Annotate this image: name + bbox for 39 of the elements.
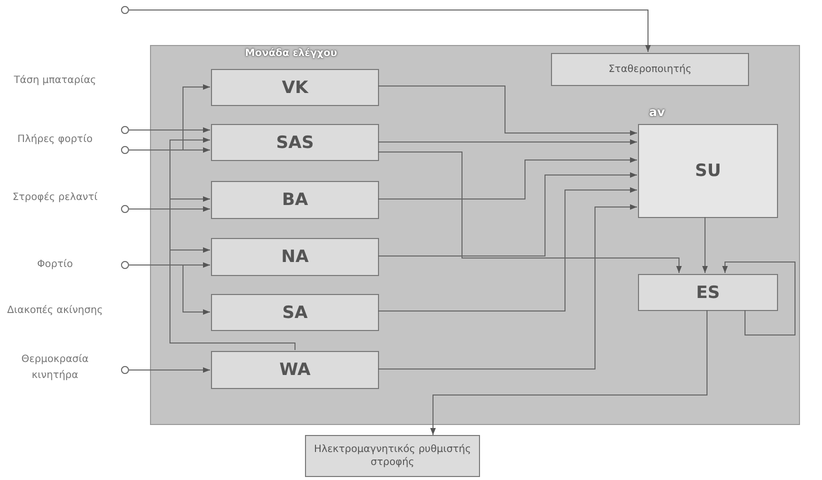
block-box: Ηλεκτρομαγνητικός ρυθμιστής στροφής	[305, 435, 480, 477]
connector-arrow	[128, 127, 210, 133]
terminal-circle	[121, 366, 129, 374]
terminal-circle	[121, 6, 129, 14]
terminal-circle	[121, 261, 129, 269]
connector-arrow	[128, 367, 210, 373]
block-box: WA	[211, 351, 379, 389]
block-box: ES	[638, 274, 778, 311]
signal-label: av	[649, 104, 666, 121]
connector-arrow	[378, 187, 638, 312]
connector-arrow	[378, 172, 638, 256]
block-box: NA	[211, 238, 379, 276]
signal-label: Τάση μπαταρίας	[12, 74, 98, 88]
connector-arrow	[378, 86, 638, 136]
connector-arrow	[430, 310, 708, 436]
connector-arrow	[378, 204, 638, 370]
connector-arrow	[378, 152, 682, 274]
control-unit-panel	[150, 45, 800, 425]
block-box: SA	[211, 294, 379, 331]
signal-label: Θερμοκρασία κινητήρα	[20, 353, 90, 383]
block-box: SAS	[211, 124, 379, 161]
signal-label: Πλήρες φορτίο	[16, 133, 94, 147]
connector-arrow	[170, 247, 296, 350]
connector-arrow	[702, 216, 708, 274]
panel-title: Μονάδα ελέγχου	[245, 48, 338, 59]
connector-arrow	[722, 262, 796, 336]
signal-label: Στροφές ρελαντί	[11, 191, 99, 205]
connector-arrow	[128, 206, 210, 212]
terminal-circle	[121, 205, 129, 213]
connector-arrow	[128, 10, 651, 52]
terminal-circle	[121, 126, 129, 134]
signal-label: Φορτίο	[36, 258, 74, 272]
signal-label: Διακοπές ακίνησης	[6, 304, 104, 318]
block-box: Σταθεροποιητής	[551, 53, 749, 86]
block-box: VK	[211, 69, 379, 106]
connector-arrow	[378, 139, 638, 145]
terminal-circle	[121, 146, 129, 154]
connector-arrow	[378, 157, 638, 200]
block-box: BA	[211, 181, 379, 219]
